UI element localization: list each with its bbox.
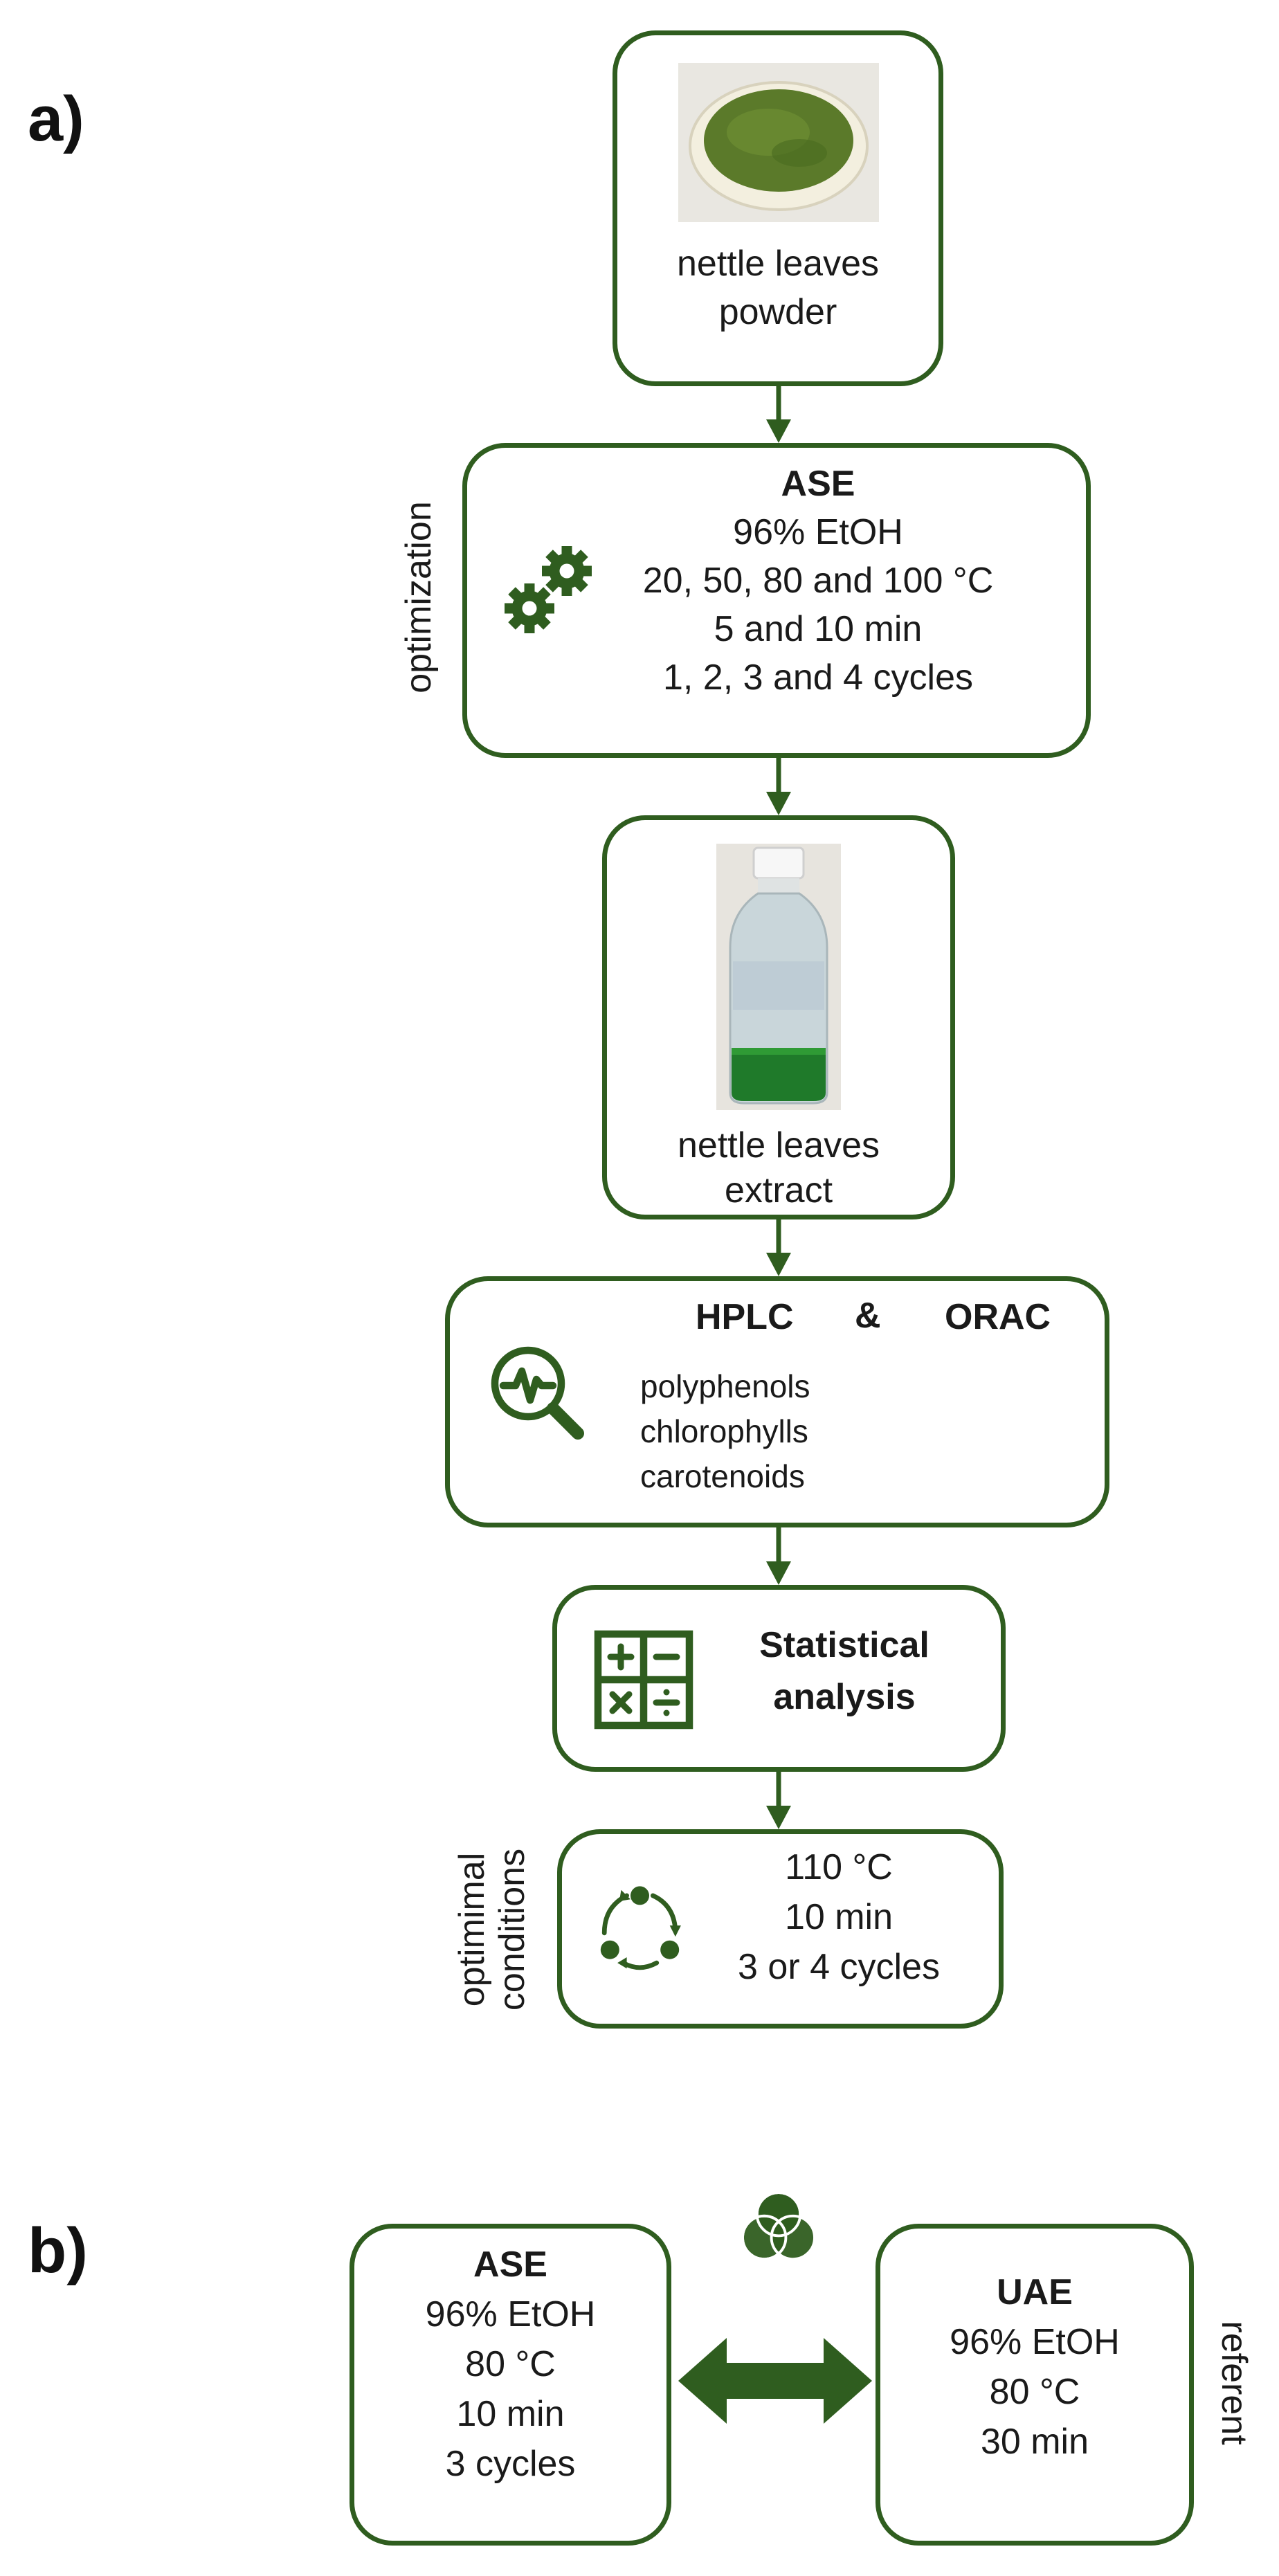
panel-label-a: a) — [28, 84, 84, 154]
ase-compare-line: 80 °C — [465, 2344, 556, 2384]
stats-box: Statistical analysis — [552, 1585, 1006, 1772]
ase-compare-title: ASE — [473, 2244, 547, 2285]
cycle-icon — [600, 1886, 681, 1970]
extract-line2: extract — [724, 1170, 833, 1210]
analyte-item: polyphenols — [640, 1368, 810, 1404]
ase-opt-line: 20, 50, 80 and 100 °C — [642, 561, 994, 601]
stats-line2: analysis — [773, 1677, 916, 1717]
optimization-label: optimization — [399, 501, 439, 693]
optimal-line: 10 min — [784, 1897, 894, 1937]
venn-icon — [741, 2191, 816, 2261]
powder-line1: nettle leaves — [677, 244, 879, 284]
ase-optimization-box: ASE 96% EtOH 20, 50, 80 and 100 °C 5 and… — [462, 443, 1091, 758]
uae-compare-box: UAE 96% EtOH 80 °C 30 min — [876, 2224, 1194, 2546]
referent-label: referent — [1214, 2321, 1254, 2445]
stats-line1: Statistical — [759, 1625, 929, 1665]
powder-bowl-image — [678, 63, 879, 222]
uae-compare-title: UAE — [997, 2272, 1073, 2312]
panel-label-b: b) — [28, 2215, 88, 2286]
extract-box: nettle leaves extract — [602, 815, 955, 1219]
ase-opt-line: 96% EtOH — [733, 512, 903, 552]
uae-compare-line: 80 °C — [989, 2372, 1080, 2412]
magnifier-pulse-icon — [491, 1346, 584, 1440]
uae-compare-line: 96% EtOH — [950, 2322, 1120, 2362]
powder-box: nettle leaves powder — [613, 30, 943, 386]
analyte-item: chlorophylls — [640, 1413, 808, 1449]
ase-compare-line: 10 min — [456, 2394, 565, 2434]
calculator-icon — [594, 1630, 693, 1730]
analyte-item: carotenoids — [640, 1458, 805, 1494]
optimal-label-1: optimimal — [452, 1852, 492, 2007]
uae-compare-line: 30 min — [980, 2422, 1089, 2462]
powder-line2: powder — [718, 292, 837, 332]
ase-compare-box: ASE 96% EtOH 80 °C 10 min 3 cycles — [350, 2224, 671, 2546]
ase-opt-line: 5 and 10 min — [714, 609, 923, 649]
ase-compare-line: 3 cycles — [445, 2444, 576, 2484]
analysis-box: HPLC & ORAC polyphenols chlorophylls car… — [445, 1276, 1109, 1527]
hplc-title: HPLC — [696, 1297, 794, 1337]
orac-title: ORAC — [945, 1297, 1051, 1337]
double-arrow-icon — [678, 2338, 872, 2424]
gears-icon — [505, 546, 592, 633]
extract-line1: nettle leaves — [678, 1125, 880, 1165]
ase-opt-line: 1, 2, 3 and 4 cycles — [662, 657, 974, 698]
extract-bottle-image — [716, 844, 841, 1110]
ase-compare-line: 96% EtOH — [425, 2294, 596, 2334]
optimal-line: 3 or 4 cycles — [738, 1947, 940, 1987]
optimal-label-2: conditions — [492, 1848, 532, 2011]
ase-opt-title: ASE — [781, 464, 855, 504]
optimal-line: 110 °C — [785, 1847, 893, 1887]
ampersand: & — [855, 1296, 881, 1336]
optimal-box: 110 °C 10 min 3 or 4 cycles — [557, 1829, 1004, 2029]
